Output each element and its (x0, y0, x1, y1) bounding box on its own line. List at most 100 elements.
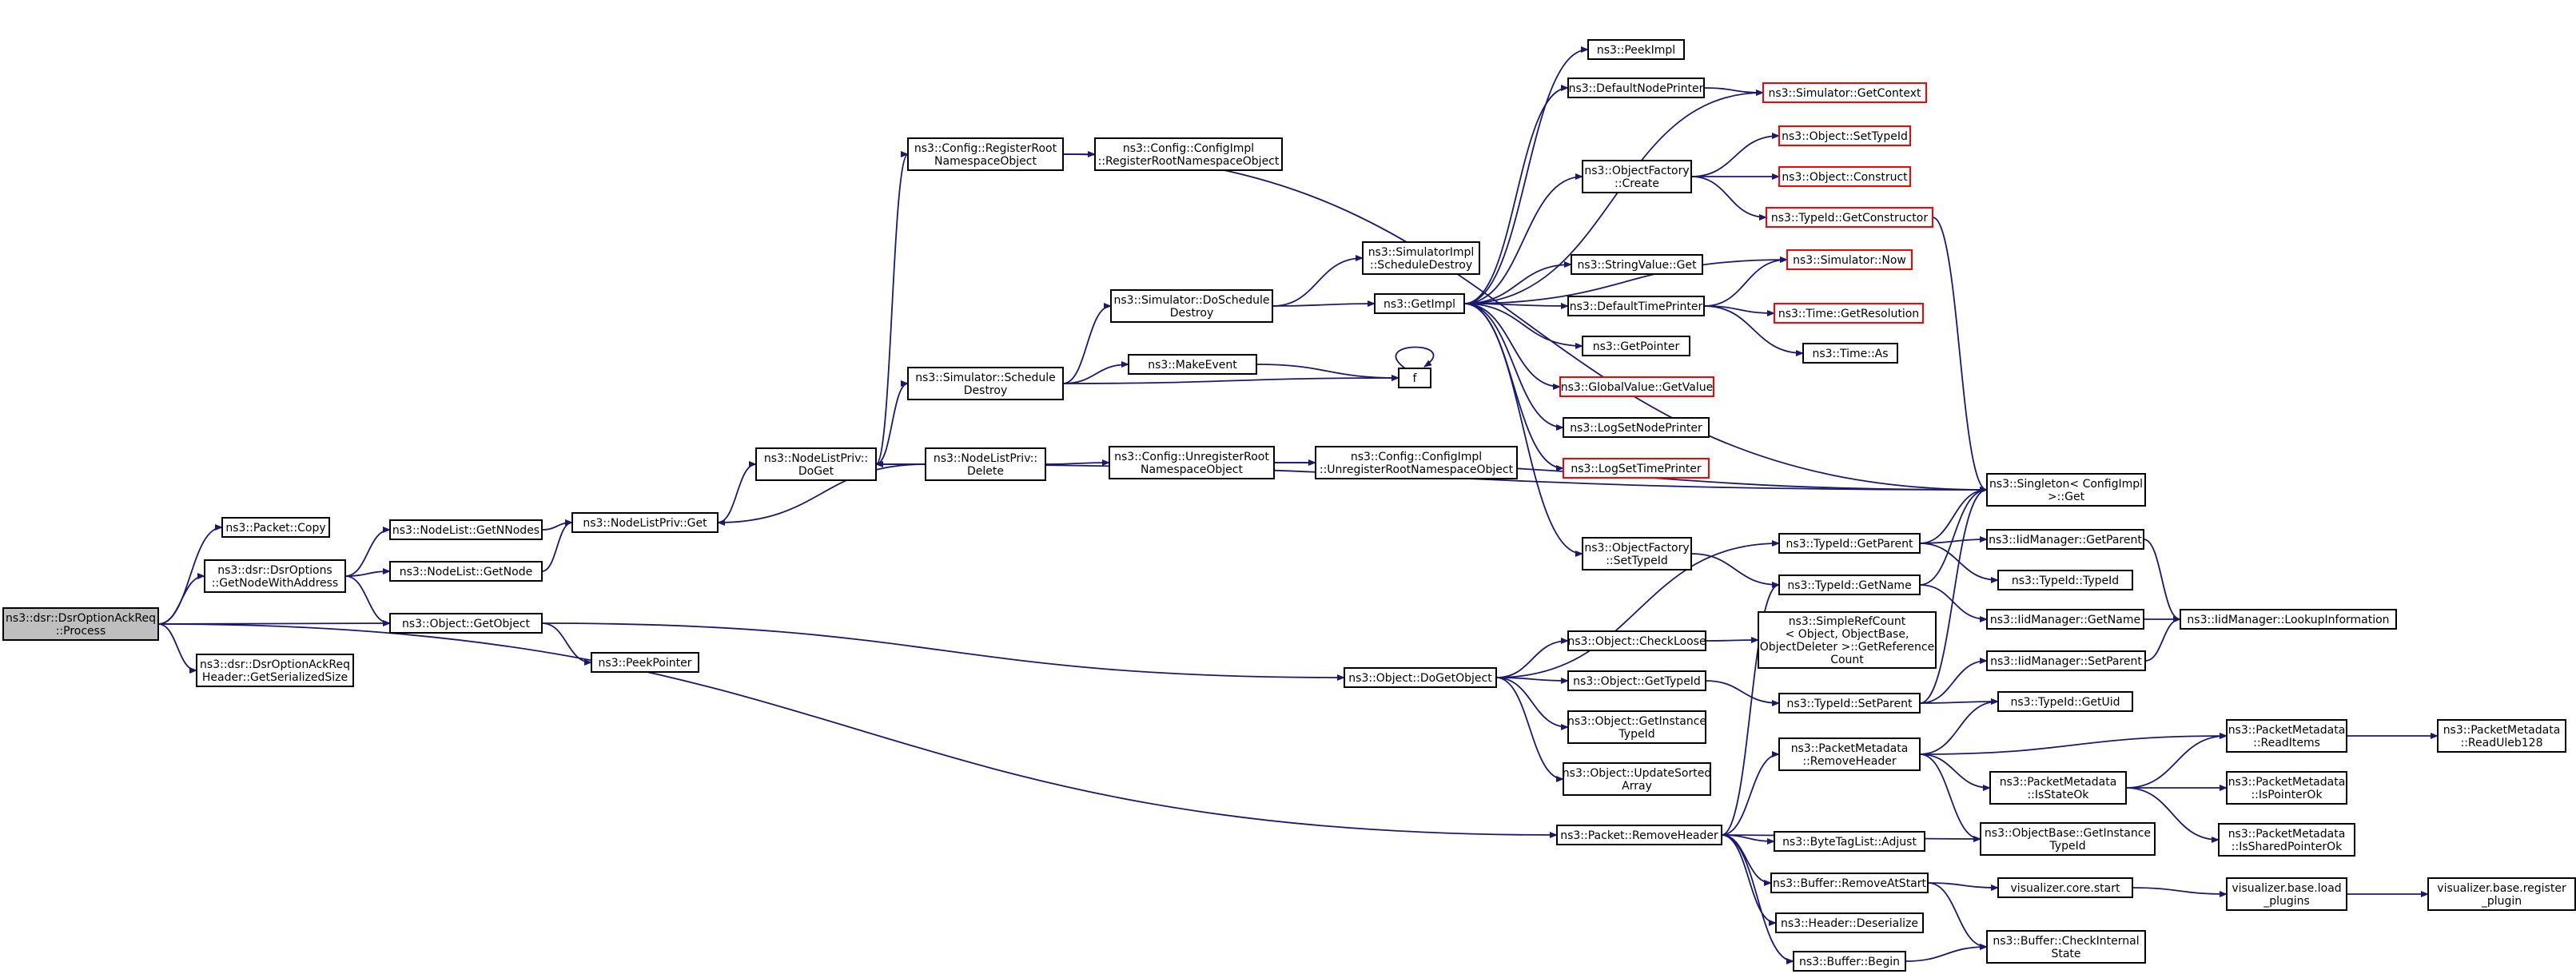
node-label: f (1413, 372, 1418, 385)
node-label: ns3::TypeId::SetParent (1787, 698, 1913, 710)
node-box (1774, 831, 1925, 852)
node-logsetnode[interactable]: ns3::LogSetNodePrinter (1563, 417, 1710, 438)
node-iid_lookup[interactable]: ns3::IidManager::LookupInformation (2180, 609, 2397, 630)
node-strval_get[interactable]: ns3::StringValue::Get (1571, 254, 1703, 275)
node-iid_setparent[interactable]: ns3::IidManager::SetParent (1986, 650, 2146, 671)
node-box (204, 559, 346, 593)
node-pm_readuleb[interactable]: ns3::PacketMetadata::ReadUleb128 (2437, 719, 2566, 753)
node-time_as[interactable]: ns3::Time::As (1802, 343, 1898, 364)
node-tid_typeid[interactable]: ns3::TypeId::TypeId (1997, 570, 2133, 590)
edge-makeevent-to-f (1256, 364, 1399, 381)
node-tid_getctor[interactable]: ns3::TypeId::GetConstructor (1766, 207, 1933, 228)
node-label: Header::GetSerializedSize (202, 671, 348, 684)
edge-buf_removeatstart-to-buf_checkinternal (1927, 882, 1988, 950)
node-tid_getparent[interactable]: ns3::TypeId::GetParent (1778, 533, 1921, 554)
node-vis_load_plugins[interactable]: visualizer.base.load_plugins (2226, 877, 2347, 911)
node-tid_getname[interactable]: ns3::TypeId::GetName (1778, 574, 1921, 595)
node-box (1762, 82, 1927, 103)
node-regroot[interactable]: ns3::Config::RegisterRootNamespaceObject (907, 137, 1064, 171)
node-box (1778, 533, 1921, 554)
node-box (1774, 303, 1924, 324)
node-pkt_removeheader[interactable]: ns3::Packet::RemoveHeader (1556, 825, 1722, 845)
edge-getimpl-to-of_create (1463, 173, 1583, 304)
node-label: ns3::Header::Deserialize (1781, 917, 1918, 930)
node-getnnodes[interactable]: ns3::NodeList::GetNNodes (389, 519, 543, 540)
node-cfg_regroot[interactable]: ns3::Config::ConfigImpl::RegisterRootNam… (1094, 137, 1283, 171)
node-getnodewith[interactable]: ns3::dsr::DsrOptions::GetNodeWithAddress (204, 559, 346, 593)
node-label: ns3::NodeListPriv::Get (583, 517, 707, 530)
node-vis_register_plugin[interactable]: visualizer.base.register_plugin (2427, 877, 2576, 911)
node-gv_getvalue[interactable]: ns3::GlobalValue::GetValue (1559, 376, 1714, 397)
node-vis_core_start[interactable]: visualizer.core.start (1997, 877, 2133, 898)
node-hdr_deserialize[interactable]: ns3::Header::Deserialize (1775, 912, 1924, 933)
node-logsettime[interactable]: ns3::LogSetTimePrinter (1563, 458, 1710, 479)
node-btl_adjust[interactable]: ns3::ByteTagList::Adjust (1774, 831, 1925, 852)
node-iid_getparent[interactable]: ns3::IidManager::GetParent (1986, 529, 2144, 550)
node-simplerefcount[interactable]: ns3::SimpleRefCount< Object, ObjectBase,… (1758, 611, 1937, 669)
node-label: ObjectDeleter >::GetReference (1760, 641, 1934, 654)
edge-tid_setparent-to-tid_getuid (1919, 698, 1999, 706)
node-copy[interactable]: ns3::Packet::Copy (221, 517, 330, 538)
node-iid_getname[interactable]: ns3::IidManager::GetName (1986, 609, 2144, 630)
node-label: TypeId (2048, 840, 2085, 853)
node-tid_setparent[interactable]: ns3::TypeId::SetParent (1778, 693, 1921, 714)
node-root[interactable]: ns3::dsr::DsrOptionAckReq::Process (2, 607, 159, 641)
node-obj_settypeid[interactable]: ns3::Object::SetTypeId (1778, 125, 1911, 146)
node-of_settypeid[interactable]: ns3::ObjectFactory::SetTypeId (1582, 537, 1692, 570)
node-getpointer[interactable]: ns3::GetPointer (1582, 336, 1690, 356)
edge-root-to-getserial (157, 623, 197, 674)
node-pm_readitems[interactable]: ns3::PacketMetadata::ReadItems (2226, 719, 2347, 753)
node-sim_getcontext[interactable]: ns3::Simulator::GetContext (1762, 82, 1927, 103)
edge-vis_core_start-to-vis_load_plugins (2132, 887, 2228, 897)
node-dogetobject[interactable]: ns3::Object::DoGetObject (1344, 667, 1497, 688)
node-makeevent[interactable]: ns3::MakeEvent (1128, 354, 1257, 375)
node-defnodeprinter[interactable]: ns3::DefaultNodePrinter (1567, 78, 1705, 98)
node-label: ns3::TypeId::TypeId (2012, 574, 2119, 587)
node-label: ::ScheduleDestroy (1370, 259, 1472, 272)
node-nlp_get[interactable]: ns3::NodeListPriv::Get (571, 512, 719, 533)
node-box (1778, 166, 1911, 187)
node-tid_getuid[interactable]: ns3::TypeId::GetUid (1997, 691, 2133, 712)
node-time_getres[interactable]: ns3::Time::GetResolution (1774, 303, 1924, 324)
node-sim_now[interactable]: ns3::Simulator::Now (1786, 249, 1913, 270)
node-pm_removeheader[interactable]: ns3::PacketMetadata::RemoveHeader (1778, 737, 1921, 771)
node-obj_gettypeid[interactable]: ns3::Object::GetTypeId (1567, 670, 1706, 691)
node-sched_destroy[interactable]: ns3::Simulator::ScheduleDestroy (907, 367, 1064, 400)
node-obj_construct[interactable]: ns3::Object::Construct (1778, 166, 1911, 187)
node-peekimpl[interactable]: ns3::PeekImpl (1587, 39, 1685, 60)
node-deftimeprinter[interactable]: ns3::DefaultTimePrinter (1567, 296, 1705, 316)
node-getobject[interactable]: ns3::Object::GetObject (389, 613, 543, 634)
edge-tid_getparent-to-iid_getparent (1919, 536, 1988, 544)
node-checkloose[interactable]: ns3::Object::CheckLoose (1567, 630, 1706, 651)
node-nl_getnode[interactable]: ns3::NodeList::GetNode (389, 561, 543, 582)
node-singleton[interactable]: ns3::Singleton< ConfigImpl>::Get (1986, 473, 2146, 507)
node-pm_ispointerok[interactable]: ns3::PacketMetadata::IsPointerOk (2226, 771, 2347, 805)
node-buf_begin[interactable]: ns3::Buffer::Begin (1793, 951, 1906, 972)
node-pm_isstateok[interactable]: ns3::PacketMetadata::IsStateOk (1989, 771, 2127, 805)
node-buf_removeatstart[interactable]: ns3::Buffer::RemoveAtStart (1770, 873, 1929, 893)
node-label: visualizer.base.load (2232, 882, 2341, 895)
node-label: ns3::LogSetTimePrinter (1571, 463, 1702, 475)
node-label: ns3::dsr::DsrOptions (217, 564, 332, 577)
node-simimpl_sched[interactable]: ns3::SimulatorImpl::ScheduleDestroy (1362, 241, 1480, 275)
node-label: ns3::SimpleRefCount (1789, 615, 1906, 628)
node-pm_issharedok[interactable]: ns3::PacketMetadata::IsSharedPointerOk (2218, 823, 2355, 857)
node-nlp_delete[interactable]: ns3::NodeListPriv::Delete (925, 447, 1046, 481)
node-label: ns3::Packet::Copy (225, 522, 325, 535)
node-unregroot[interactable]: ns3::Config::UnregisterRootNamespaceObje… (1109, 446, 1275, 479)
edges-layer (157, 46, 2439, 964)
node-getimpl[interactable]: ns3::GetImpl (1374, 293, 1465, 314)
node-box (1571, 254, 1703, 275)
node-getserial[interactable]: ns3::dsr::DsrOptionAckReqHeader::GetSeri… (196, 654, 354, 687)
node-box (1758, 611, 1937, 669)
node-doget[interactable]: ns3::NodeListPriv::DoGet (755, 447, 877, 481)
node-of_create[interactable]: ns3::ObjectFactory::Create (1582, 160, 1692, 193)
node-peekpointer[interactable]: ns3::PeekPointer (591, 652, 699, 673)
node-cfg_unregroot[interactable]: ns3::Config::ConfigImpl::UnregisterRootN… (1315, 446, 1518, 479)
node-f[interactable]: f (1398, 368, 1431, 388)
